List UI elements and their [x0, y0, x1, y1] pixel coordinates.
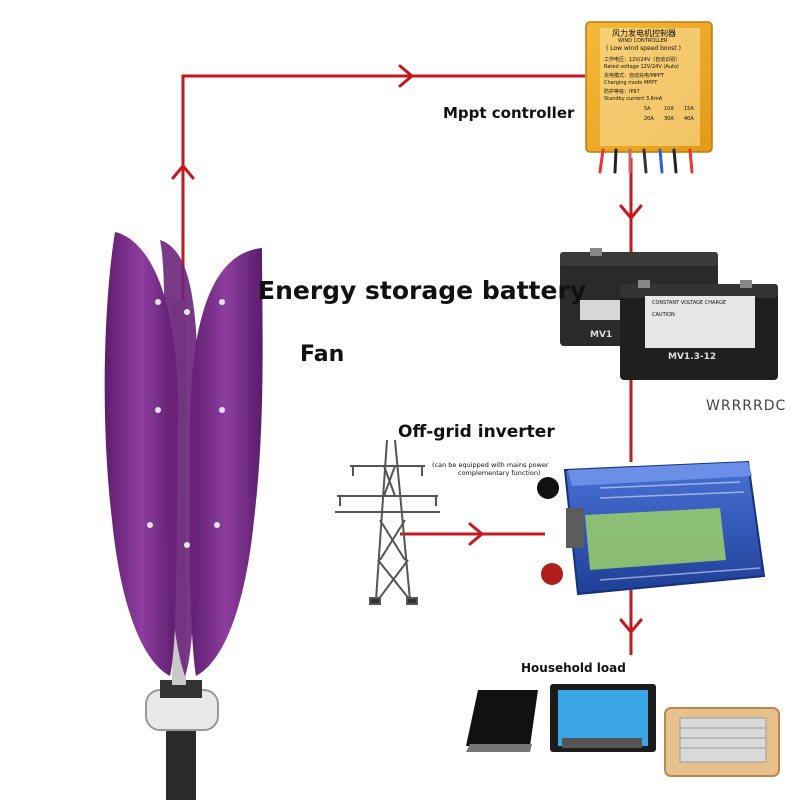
black-terminal: [537, 477, 559, 499]
power-tower-icon: [335, 440, 440, 604]
tablet-icon: [466, 690, 538, 746]
battery-caution: CAUTION: [652, 312, 675, 318]
controller-amp-30a: 30A: [664, 116, 674, 122]
battery-header: CONSTANT VOLTAGE CHARGE: [652, 300, 726, 306]
fan-label: Fan: [300, 342, 344, 367]
controller-label: Mppt controller: [443, 104, 574, 122]
controller-amp-15a: 15A: [684, 106, 694, 112]
wind-turbine: [105, 232, 263, 800]
controller-spec-line: Rated voltage 12V/24V (Auto): [604, 64, 679, 70]
load-label: Household load: [521, 661, 626, 675]
battery-model-front: MV1.3-12: [668, 352, 716, 362]
inverter-device: [537, 462, 764, 594]
watermark: WRRRRDC: [706, 398, 786, 414]
controller-title-en: WIND CONTROLLER: [618, 38, 667, 44]
controller-spec-line: 工作电压：12V/24V（自动识别）: [604, 56, 680, 63]
red-terminal: [541, 563, 563, 585]
household-load-devices: [466, 684, 779, 776]
controller-spec-line: Charging mode MPPT: [604, 80, 657, 86]
inverter-note-line-2: complementary function): [458, 469, 540, 477]
turbine-pole: [166, 720, 196, 800]
battery-model-back: MV1: [590, 330, 612, 340]
controller-amp-5a: 5A: [644, 106, 651, 112]
controller-spec-line: Standby current 3.6mA: [604, 96, 662, 102]
controller-spec-line: 防护等级：IP67: [604, 88, 640, 95]
controller-subtitle: ( Low wind speed boost ): [606, 45, 681, 52]
inverter-note-line-1: (can be equipped with mains power: [432, 461, 549, 469]
inverter-label: Off-grid inverter: [398, 422, 555, 442]
turbine-blade-right: [189, 248, 262, 676]
controller-amp-40a: 40A: [684, 116, 694, 122]
controller-amp-10a: 10A: [664, 106, 674, 112]
controller-spec-line: 充电模式：自动充电/MPPT: [604, 72, 664, 79]
controller-amp-20a: 20A: [644, 116, 654, 122]
battery-label: Energy storage battery: [258, 276, 586, 305]
